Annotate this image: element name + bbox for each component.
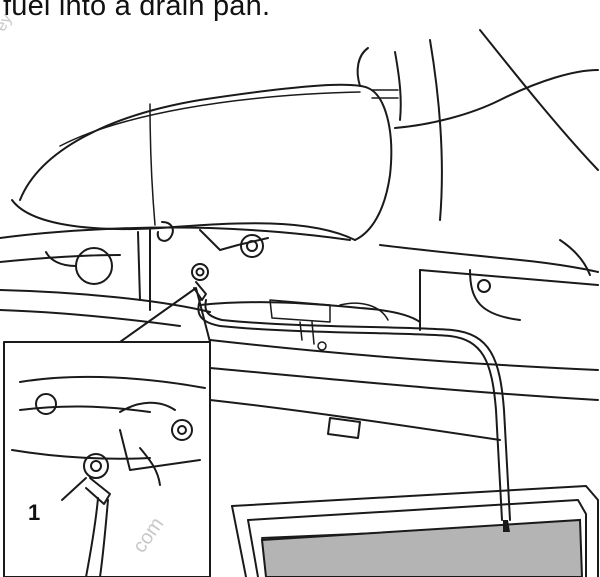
drain-screw-icon [191,263,209,301]
rear-body [394,29,599,331]
fuel-hose [197,299,511,521]
callout-label-1: 1 [28,500,41,525]
carburetor-detail [269,299,389,351]
fuel-pool [260,518,584,577]
seat-outline [11,47,599,273]
fuel-stream [503,520,510,532]
caption: fuel into a drain pan. [3,0,271,22]
frame [0,221,599,441]
inset-detail [3,287,211,577]
inset-drain-screw-icon [61,453,111,577]
